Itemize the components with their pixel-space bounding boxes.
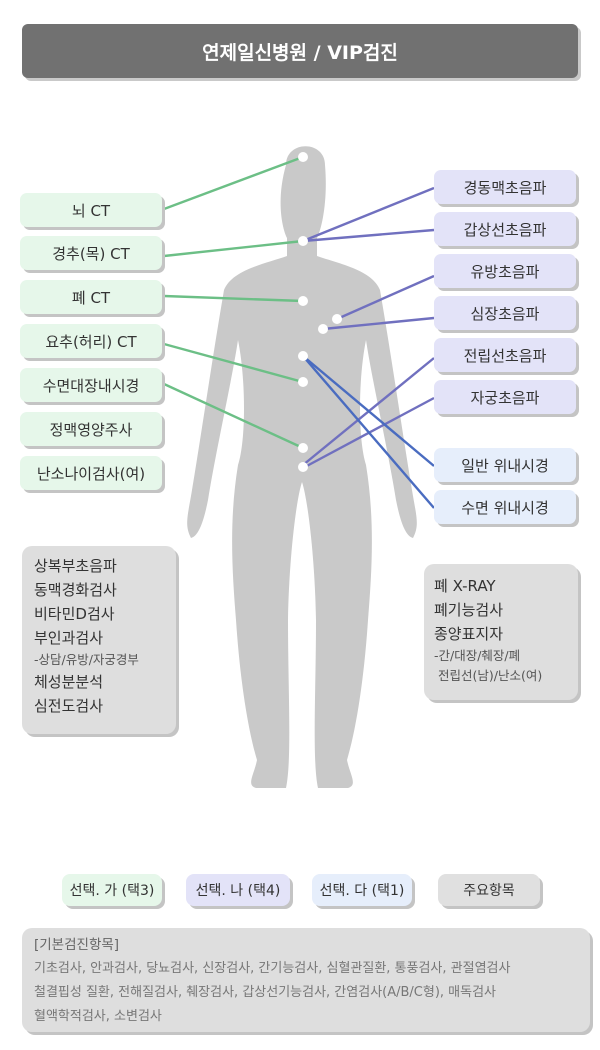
main-left-subnote: -상담/유방/자궁경부 xyxy=(34,652,139,667)
basic-checkup-line: 기초검사, 안과검사, 당뇨검사, 신장검사, 간기능검사, 심혈관질환, 통풍… xyxy=(34,961,511,976)
basic-checkup-box: [기본검진항목] 기초검사, 안과검사, 당뇨검사, 신장검사, 간기능검사, … xyxy=(22,928,590,1032)
option-a-item-lung-ct: 폐 CT xyxy=(20,280,162,314)
main-left-item: 비타민D검사 xyxy=(34,605,115,623)
main-right-item: 폐기능검사 xyxy=(434,601,504,619)
main-left-item: 심전도검사 xyxy=(34,697,104,715)
option-a-item-colonoscopy: 수면대장내시경 xyxy=(20,368,162,402)
line-lung-ct xyxy=(163,294,304,303)
option-a-item-brain-ct: 뇌 CT xyxy=(20,193,162,227)
option-a-item-neck-ct: 경추(목) CT xyxy=(20,236,162,270)
dot-heart xyxy=(318,324,328,334)
option-b-item-thyroid-us: 갑상선초음파 xyxy=(434,212,576,246)
dot-breast xyxy=(332,314,342,324)
line-colonoscopy xyxy=(163,382,304,450)
dot-chest xyxy=(298,296,308,306)
legend-option-a: 선택. 가 (택3) xyxy=(62,874,162,906)
page-title: 연제일신병원 / VIP검진 xyxy=(22,24,578,78)
main-left-item: 체성분분석 xyxy=(34,673,104,691)
option-b-item-heart-us: 심장초음파 xyxy=(434,296,576,330)
basic-checkup-title: [기본검진항목] xyxy=(34,937,120,953)
main-left-item: 상복부초음파 xyxy=(34,557,117,575)
line-thyroid-us xyxy=(302,228,435,243)
legend-option-b: 선택. 나 (택4) xyxy=(186,874,290,906)
option-c-item-sleep-gastroscopy: 수면 위내시경 xyxy=(434,490,576,524)
dot-colon xyxy=(298,443,308,453)
dot-stomach xyxy=(298,351,308,361)
option-a-item-ovarian-test: 난소나이검사(여) xyxy=(20,456,162,490)
legend-option-c: 선택. 다 (택1) xyxy=(312,874,412,906)
option-a-item-lumbar-ct: 요추(허리) CT xyxy=(20,324,162,358)
line-lumbar-ct xyxy=(163,342,304,384)
dot-pelvis xyxy=(298,462,308,472)
main-left-item: 부인과검사 xyxy=(34,629,104,647)
main-right-subnote: -간/대장/췌장/폐 xyxy=(434,648,521,663)
main-items-right: 폐 X-RAY 폐기능검사 종양표지자 -간/대장/췌장/폐 전립선(남)/난소… xyxy=(424,564,578,700)
option-b-item-uterus-us: 자궁초음파 xyxy=(434,380,576,414)
main-items-left: 상복부초음파 동맥경화검사 비타민D검사 부인과검사 -상담/유방/자궁경부 체… xyxy=(22,546,176,734)
dot-spine xyxy=(298,377,308,387)
option-b-item-prostate-us: 전립선초음파 xyxy=(434,338,576,372)
option-c-item-gastroscopy: 일반 위내시경 xyxy=(434,448,576,482)
line-heart-us xyxy=(322,316,435,331)
main-left-item: 동맥경화검사 xyxy=(34,581,117,599)
dot-head xyxy=(298,152,308,162)
dot-neck xyxy=(298,236,308,246)
option-a-item-iv-nutrition: 정맥영양주사 xyxy=(20,412,162,446)
line-brain-ct xyxy=(163,155,304,211)
option-b-item-carotid-us: 경동맥초음파 xyxy=(434,170,576,204)
main-right-item: 폐 X-RAY xyxy=(434,577,496,595)
line-gastroscopy xyxy=(302,355,435,467)
option-b-item-breast-us: 유방초음파 xyxy=(434,254,576,288)
basic-checkup-line: 철결핍성 질환, 전해질검사, 췌장검사, 갑상선기능검사, 간염검사(A/B/… xyxy=(34,985,497,1000)
main-right-item: 종양표지자 xyxy=(434,625,504,643)
main-right-subnote: 전립선(남)/난소(여) xyxy=(434,668,543,683)
legend-main-items: 주요항목 xyxy=(438,874,540,906)
line-breast-us xyxy=(336,274,435,321)
line-carotid-us xyxy=(302,186,435,243)
line-neck-ct xyxy=(163,239,304,258)
basic-checkup-line: 혈액학적검사, 소변검사 xyxy=(34,1009,162,1024)
line-sleep-gastroscopy xyxy=(302,355,435,509)
